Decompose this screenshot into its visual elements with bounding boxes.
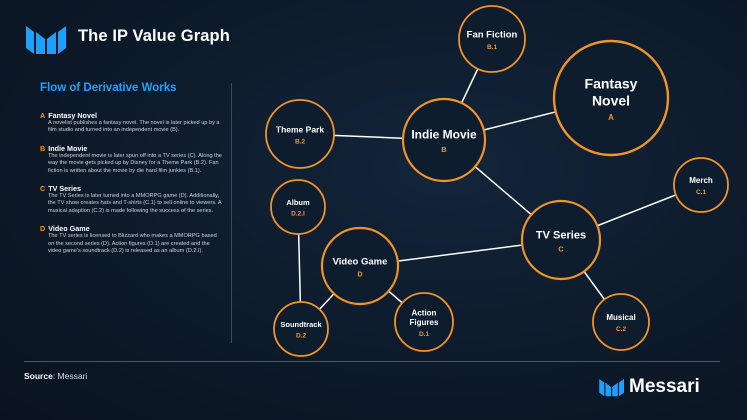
messari-logo-icon [26, 26, 66, 54]
node-label: Theme Park [276, 124, 324, 134]
node-code: B.1 [487, 44, 498, 51]
column-divider [231, 83, 232, 343]
section-heading: Flow of Derivative Works [40, 82, 177, 94]
node-code: A [608, 113, 614, 122]
node-code: B.2 [295, 138, 306, 145]
node-label: Album [286, 198, 310, 207]
node-circle [273, 301, 329, 357]
node-circle [320, 226, 400, 306]
entry-letter: D [40, 224, 46, 234]
node-code: D.2 [296, 333, 307, 340]
node-label: Merch [689, 176, 713, 185]
node-code: C.2 [616, 326, 627, 333]
node-code: C.1 [696, 189, 707, 196]
entry-description: The TV Series is later turned into a MMO… [48, 193, 222, 214]
source-value: : Messari [52, 371, 88, 381]
node-circle [552, 39, 670, 157]
node-circle [673, 157, 729, 213]
node-circle [265, 99, 335, 169]
node-label: Action [412, 308, 437, 317]
source-note: Source: Messari [24, 371, 87, 381]
footer-divider [24, 361, 720, 362]
node-code: D [357, 271, 362, 278]
node-code: B [441, 145, 447, 154]
node-label: Musical [606, 313, 635, 322]
node-label: TV Series [536, 229, 586, 241]
node-label: Novel [592, 92, 630, 108]
entry-description: The TV series is licensed to Blizzard wh… [48, 233, 217, 255]
entry-title: Video Game [48, 224, 90, 234]
node-circle [270, 179, 326, 235]
entry-description: A novelist publishes a fantasy novel. Th… [48, 120, 220, 134]
node-label: Figures [410, 318, 439, 327]
entry-title: TV Series [48, 184, 81, 194]
entry-letter: C [40, 184, 46, 194]
node-code: D.1 [419, 331, 430, 338]
page-title: The IP Value Graph [78, 27, 230, 45]
node-circle [394, 292, 454, 352]
node-label: Video Game [333, 256, 388, 267]
node-circle [592, 293, 650, 351]
brand-name: Messari [629, 376, 700, 397]
entry-letter: B [40, 143, 46, 153]
entry-title: Indie Movie [48, 143, 88, 153]
entry-letter: A [40, 111, 46, 120]
node-label: Fan Fiction [467, 30, 518, 41]
node-circle [458, 5, 526, 73]
node-circle [401, 97, 487, 183]
node-label: Indie Movie [411, 128, 477, 142]
node-code: C [558, 244, 564, 253]
entry-title: Fantasy Novel [48, 111, 97, 120]
node-circle [520, 199, 602, 281]
node-code: D.2.I [291, 211, 305, 218]
source-label: Source [24, 371, 53, 381]
messari-brand-icon [599, 378, 624, 397]
node-label: Fantasy [585, 76, 638, 92]
entry-description: The independent movie is later spun off … [48, 152, 222, 174]
node-label: Soundtrack [280, 320, 322, 329]
